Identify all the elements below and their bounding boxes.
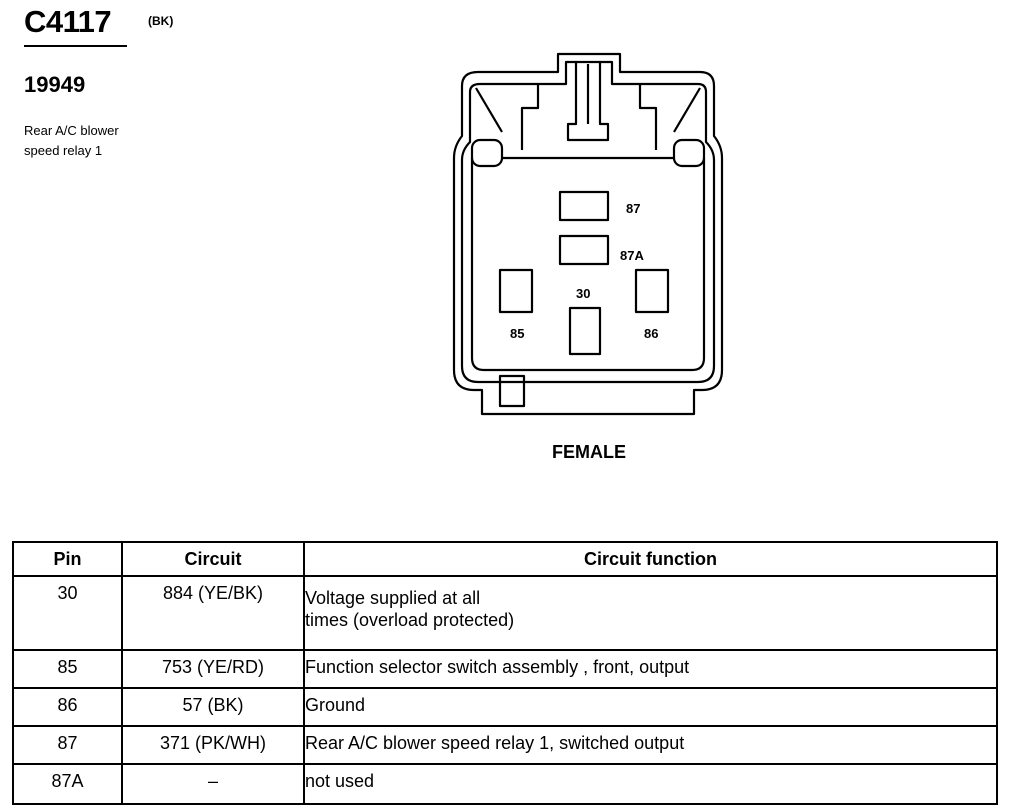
- function-line: times (overload protected): [305, 610, 515, 630]
- pin-cell: 87: [12, 725, 123, 765]
- component-number: 19949: [24, 72, 86, 97]
- connector-inner-outline: [460, 60, 716, 384]
- function-cell: Function selector switch assembly , fron…: [303, 649, 998, 689]
- pin-table-header-row: Pin Circuit Circuit function: [12, 541, 998, 577]
- pin-87a-terminal: [558, 234, 610, 266]
- pin-87-label: 87: [626, 201, 640, 216]
- pin-30-terminal: [568, 306, 602, 356]
- pin-cell: 85: [12, 649, 123, 689]
- pin-87a-label: 87A: [620, 248, 644, 263]
- function-cell: not used: [303, 763, 998, 805]
- circuit-cell: 57 (BK): [121, 687, 305, 727]
- circuit-cell: –: [121, 763, 305, 805]
- table-row: 87A – not used: [12, 763, 998, 805]
- function-cell: Rear A/C blower speed relay 1, switched …: [303, 725, 998, 765]
- pin-cell: 30: [12, 575, 123, 651]
- connector-face-diagram: 87 87A 30 85 86: [430, 40, 730, 435]
- component-description-line-1: Rear A/C blower: [24, 123, 119, 138]
- table-row: 86 57 (BK) Ground: [12, 687, 998, 727]
- connector-gender-label: FEMALE: [552, 442, 626, 462]
- header-pin: Pin: [12, 541, 123, 577]
- function-cell: Voltage supplied at all times (overload …: [303, 575, 998, 651]
- component-description-line-2: speed relay 1: [24, 143, 103, 158]
- pin-cell: 86: [12, 687, 123, 727]
- pin-85-label: 85: [510, 326, 524, 341]
- latch-rail-right: [638, 84, 658, 150]
- function-line: Voltage supplied at all: [305, 588, 481, 608]
- pin-85-terminal: [498, 268, 534, 314]
- header-circuit-function: Circuit function: [303, 541, 998, 577]
- component-description: Rear A/C blower speed relay 1: [24, 121, 194, 161]
- connector-id-underline: [24, 45, 127, 47]
- table-row: 30 884 (YE/BK) Voltage supplied at all t…: [12, 575, 998, 651]
- connector-id: C4117: [24, 4, 112, 39]
- right-lock-tab: [672, 138, 706, 168]
- connector-face-svg: 87 87A 30 85 86: [452, 52, 724, 416]
- locking-latch: [566, 62, 610, 142]
- pin-86-label: 86: [644, 326, 658, 341]
- connector-color-code: (BK): [148, 14, 174, 28]
- bottom-key: [498, 374, 526, 408]
- left-ramp: [475, 87, 503, 133]
- pin-table: Pin Circuit Circuit function 30 884 (YE/…: [12, 541, 998, 805]
- circuit-cell: 753 (YE/RD): [121, 649, 305, 689]
- pin-30-label: 30: [576, 286, 590, 301]
- left-lock-tab: [470, 138, 504, 168]
- connector-outer-outline: [452, 52, 724, 416]
- header-circuit: Circuit: [121, 541, 305, 577]
- table-row: 85 753 (YE/RD) Function selector switch …: [12, 649, 998, 689]
- table-row: 87 371 (PK/WH) Rear A/C blower speed rel…: [12, 725, 998, 765]
- circuit-cell: 371 (PK/WH): [121, 725, 305, 765]
- connector-body-inner: [470, 158, 706, 372]
- circuit-cell: 884 (YE/BK): [121, 575, 305, 651]
- pin-87-terminal: [558, 190, 610, 222]
- function-cell: Ground: [303, 687, 998, 727]
- latch-rail-left: [520, 84, 540, 150]
- pin-cell: 87A: [12, 763, 123, 805]
- right-ramp: [673, 87, 701, 133]
- pin-86-terminal: [634, 268, 670, 314]
